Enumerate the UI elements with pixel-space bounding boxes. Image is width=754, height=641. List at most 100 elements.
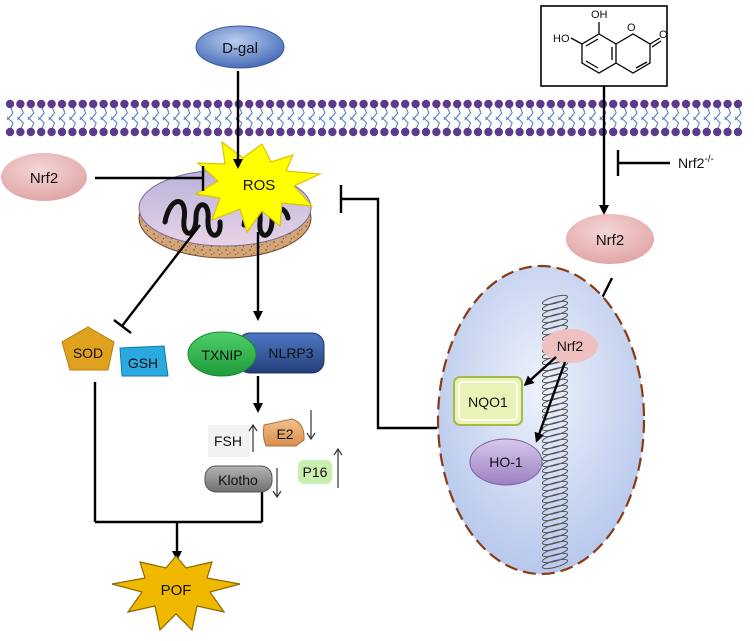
klotho-down-arrow-icon xyxy=(272,468,282,499)
membrane-lipid-head xyxy=(359,127,368,137)
membrane-lipid-head xyxy=(130,99,139,109)
membrane-lipid-tail xyxy=(183,105,191,131)
membrane-lipid-head xyxy=(224,127,233,137)
membrane-lipid-tail xyxy=(266,105,274,131)
p16-label: P16 xyxy=(303,464,328,480)
ho1-label: HO-1 xyxy=(489,454,523,470)
membrane-lipid-head xyxy=(109,127,119,137)
membrane-lipid-tail xyxy=(162,105,170,131)
membrane-lipid-head xyxy=(640,99,649,109)
inhibit-mito-sod-line xyxy=(121,224,201,327)
membrane-lipid-tail xyxy=(651,105,659,131)
membrane-lipid-head xyxy=(401,127,410,137)
membrane-lipid-tail xyxy=(6,105,14,131)
membrane-lipid-tail xyxy=(630,105,638,131)
membrane-lipid-head xyxy=(203,127,212,137)
membrane-lipid-head xyxy=(432,127,441,137)
membrane-lipid-head xyxy=(47,99,56,109)
nrf2-nucleus-node: Nrf2 xyxy=(542,329,598,363)
membrane-lipid-head xyxy=(557,99,566,109)
membrane-lipid-head xyxy=(141,99,150,109)
dna-helix-coil xyxy=(541,534,569,546)
sod-label: SOD xyxy=(73,345,103,361)
membrane-lipid-tail xyxy=(256,105,264,131)
nrf2-left-node: Nrf2 xyxy=(1,153,87,201)
membrane-lipid-tail xyxy=(173,105,180,131)
dna-helix-coil xyxy=(541,498,569,510)
membrane-lipid-tail xyxy=(308,105,316,131)
membrane-lipid-head xyxy=(78,127,88,137)
membrane-lipid-head xyxy=(588,127,597,137)
membrane-lipid-head xyxy=(681,99,691,109)
membrane-lipid-head xyxy=(640,127,649,137)
membrane-lipid-head xyxy=(99,127,108,137)
membrane-lipid-head xyxy=(453,99,462,109)
membrane-lipid-head xyxy=(255,127,264,137)
membrane-lipid-tail xyxy=(526,105,534,131)
membrane-lipid-head xyxy=(733,127,743,137)
membrane-lipid-head xyxy=(401,99,410,109)
membrane-lipid-head xyxy=(47,127,56,137)
membrane-lipid-head xyxy=(338,127,347,137)
membrane-lipid-head xyxy=(89,127,98,137)
nrf2-nucleus-label: Nrf2 xyxy=(557,338,584,354)
dna-helix-coil xyxy=(541,384,569,396)
membrane-lipid-head xyxy=(307,99,316,109)
membrane-lipid-head xyxy=(130,127,139,137)
dna-helix-coil xyxy=(541,546,569,558)
fsh-label: FSH xyxy=(214,433,242,449)
membrane-lipid-tail xyxy=(474,105,482,131)
dna-helix-coil xyxy=(541,456,569,468)
dna-helix-coil xyxy=(541,540,569,552)
arrow-nrf2-to-ho1 xyxy=(534,361,567,443)
ros-label: ROS xyxy=(243,177,276,194)
membrane-lipid-tail xyxy=(453,105,461,131)
ros-burst: ROS xyxy=(194,140,323,234)
membrane-lipid-head xyxy=(328,99,337,109)
membrane-lipid-head xyxy=(297,99,306,109)
membrane-lipid-tail xyxy=(370,105,378,131)
membrane-lipid-head xyxy=(567,99,576,109)
membrane-lipid-head xyxy=(650,99,659,109)
dna-helix-coil xyxy=(541,366,569,378)
membrane-lipid-head xyxy=(151,127,160,137)
membrane-lipid-head xyxy=(317,127,327,137)
membrane-lipid-head xyxy=(713,127,722,137)
membrane-lipid-head xyxy=(172,127,181,137)
membrane-lipid-tail xyxy=(204,105,212,131)
membrane-lipid-head xyxy=(536,127,545,137)
membrane-lipid-head xyxy=(338,99,347,109)
membrane-lipid-head xyxy=(473,127,483,137)
membrane-lipid-head xyxy=(505,99,514,109)
membrane-lipid-tail xyxy=(287,105,295,131)
pof-label: POF xyxy=(161,582,192,599)
dna-helix-coil xyxy=(541,396,569,408)
membrane-lipid-head xyxy=(546,99,555,109)
membrane-lipid-head xyxy=(661,99,670,109)
dgal-label: D-gal xyxy=(222,40,258,57)
membrane-lipid-tail xyxy=(495,105,503,131)
membrane-lipid-head xyxy=(442,127,451,137)
dna-helix-coil xyxy=(541,300,569,312)
membrane-lipid-tail xyxy=(391,105,399,131)
membrane-lipid-tail xyxy=(214,105,222,131)
membrane-lipid-head xyxy=(182,99,191,109)
membrane-lipid-head xyxy=(421,127,431,137)
membrane-lipid-tail xyxy=(713,105,721,131)
cell-membrane xyxy=(5,99,743,137)
membrane-lipid-tail xyxy=(589,105,596,131)
membrane-lipid-head xyxy=(161,99,171,109)
membrane-lipid-head xyxy=(588,99,597,109)
membrane-lipid-head xyxy=(723,99,732,109)
membrane-lipid-head xyxy=(78,99,88,109)
membrane-lipid-tail xyxy=(89,105,97,131)
membrane-lipid-head xyxy=(681,127,691,137)
membrane-lipid-head xyxy=(297,127,306,137)
membrane-lipid-head xyxy=(224,99,233,109)
membrane-lipid-head xyxy=(245,127,254,137)
membrane-lipid-head xyxy=(37,127,46,137)
membrane-lipid-head xyxy=(276,99,285,109)
membrane-lipid-tail xyxy=(505,105,513,131)
membrane-lipid-head xyxy=(141,127,150,137)
membrane-lipid-head xyxy=(629,99,639,109)
